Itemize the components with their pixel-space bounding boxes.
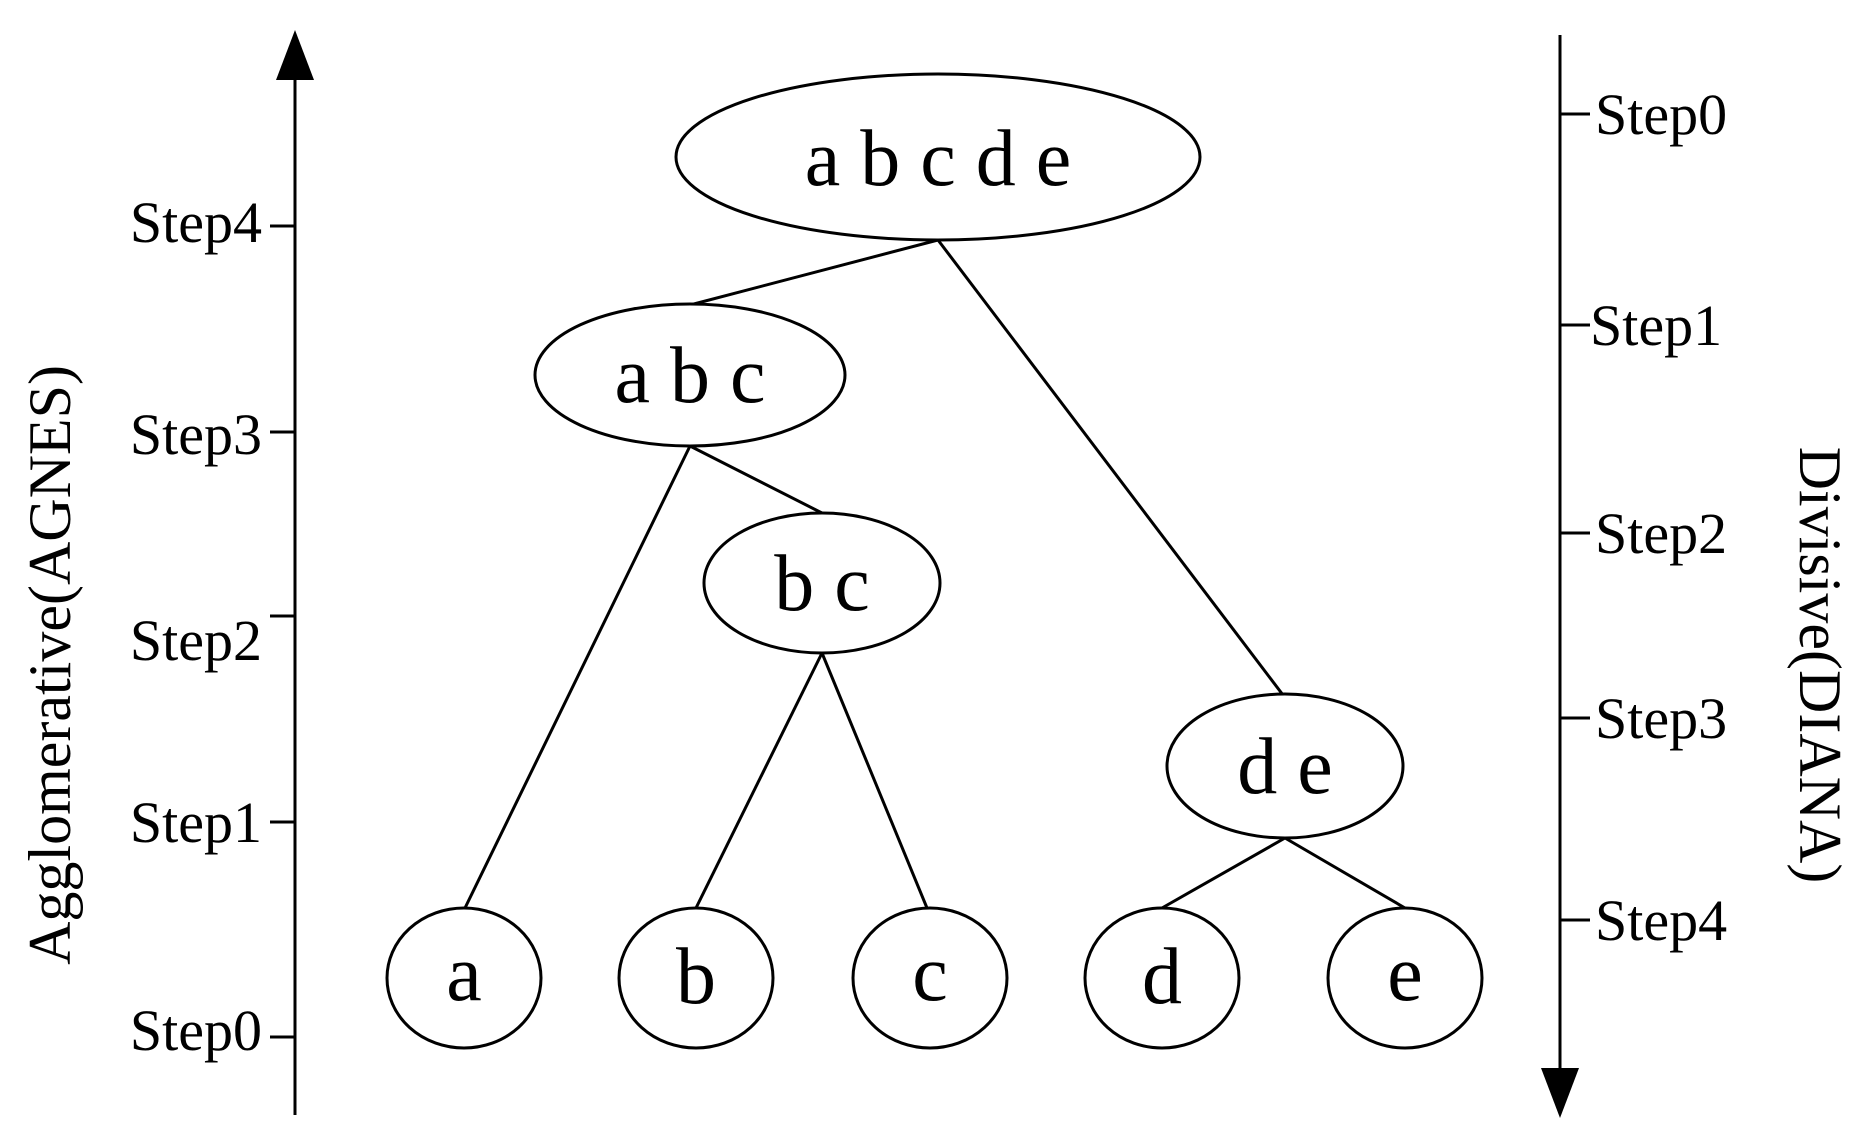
cluster-node-abcde-shape [674, 72, 1202, 242]
edge-abcde-de [936, 239, 1285, 696]
agnes-axis-title: Agglomerative(AGNES) [17, 365, 83, 965]
leaf-node-c-label: c [912, 930, 948, 1018]
diana-step2-label: Step2 [1595, 501, 1727, 566]
leaf-node-a-label: a [446, 930, 482, 1018]
agnes-step4-label: Step4 [130, 190, 262, 255]
agnes-step2-label: Step2 [130, 608, 262, 673]
agnes-step0-label: Step0 [130, 998, 262, 1063]
agnes-step3-label: Step3 [130, 402, 262, 467]
agnes-arrowhead-icon [276, 30, 314, 80]
leaf-node-a: a [385, 906, 543, 1050]
cluster-node-abc-shape [533, 302, 847, 448]
cluster-node-abc: a b c [533, 302, 847, 448]
leaf-node-d: d [1083, 906, 1241, 1050]
leaf-node-e-shape [1326, 906, 1484, 1050]
edge-abc-bc [689, 444, 823, 515]
cluster-node-bc: b c [702, 511, 942, 655]
cluster-node-abcde: a b c d e [674, 72, 1202, 242]
leaf-node-b-shape [617, 906, 775, 1050]
diana-arrowhead-icon [1541, 1068, 1579, 1118]
diana-step0-label: Step0 [1595, 82, 1727, 147]
edge-bc-c [820, 652, 929, 909]
leaf-node-d-label: d [1142, 933, 1182, 1021]
cluster-node-bc-shape [702, 511, 942, 655]
edge-abc-a [463, 445, 692, 909]
leaf-node-e: e [1326, 906, 1484, 1050]
cluster-node-abc-label: a b c [614, 332, 765, 420]
agnes-step1-label: Step1 [130, 790, 262, 855]
leaf-node-e-label: e [1387, 930, 1423, 1018]
leaf-node-b-label: b [676, 933, 716, 1021]
leaf-node-c: c [851, 906, 1009, 1050]
tree-edges [463, 238, 1406, 910]
cluster-node-bc-label: b c [774, 540, 870, 628]
leaf-node-c-shape [851, 906, 1009, 1050]
diana-step3-label: Step3 [1595, 686, 1727, 751]
edge-de-e [1284, 836, 1406, 910]
agnes-axis: Step4 Step3 Step2 Step1 Step0 Agglomerat… [17, 30, 314, 1115]
diana-step4-label: Step4 [1595, 888, 1727, 953]
diana-axis-title: Divisive(DIANA) [1787, 447, 1853, 884]
edge-abcde-abc [689, 238, 939, 307]
diana-axis: Step0 Step1 Step2 Step3 Step4 Divisive(D… [1541, 35, 1853, 1118]
edge-de-d [1161, 836, 1286, 910]
cluster-node-abcde-label: a b c d e [805, 115, 1072, 203]
cluster-node-de-shape [1165, 692, 1405, 840]
edge-bc-b [694, 652, 824, 909]
leaf-node-a-shape [385, 906, 543, 1050]
leaf-node-d-shape [1083, 906, 1241, 1050]
cluster-node-de: d e [1165, 692, 1405, 840]
leaf-node-b: b [617, 906, 775, 1050]
cluster-node-de-label: d e [1237, 723, 1333, 811]
diana-step1-label: Step1 [1590, 293, 1722, 358]
